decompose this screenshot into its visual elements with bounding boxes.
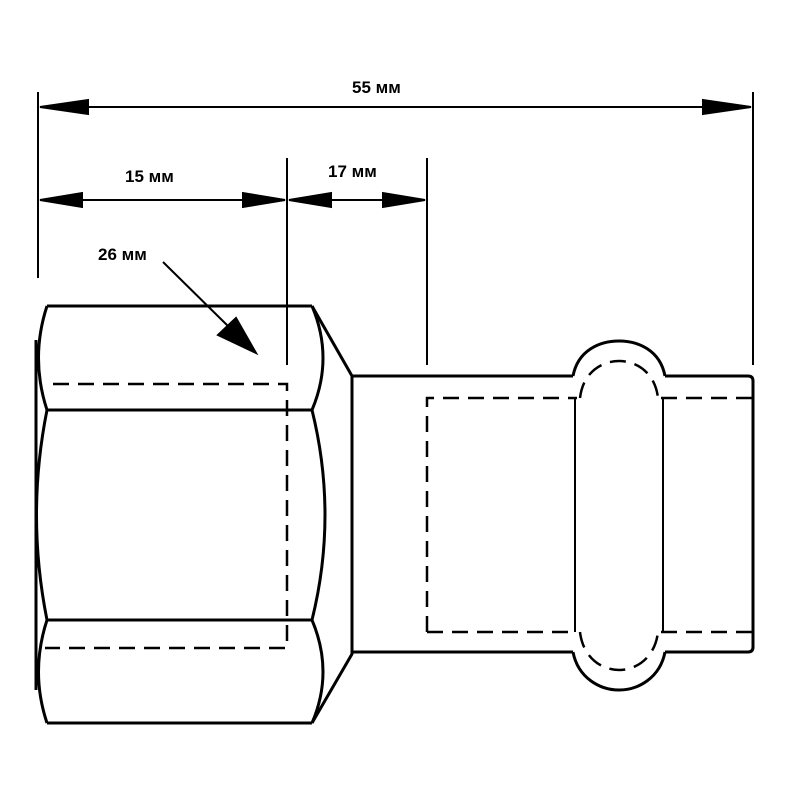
press-body (352, 339, 755, 692)
arrow-icon (39, 191, 83, 209)
dimension-label-body-length: 17 мм (328, 162, 377, 181)
arrow-icon (382, 191, 426, 209)
arrow-icon (288, 191, 332, 209)
hidden-lines (45, 359, 753, 672)
arrow-icon (39, 98, 89, 116)
leader-line-26 (162, 261, 231, 329)
dimension-label-total: 55 мм (352, 78, 401, 97)
arrow-icon (702, 98, 752, 116)
arrow-icon (242, 191, 286, 209)
hex-nut (34, 304, 354, 725)
dimension-label-nut-length: 15 мм (125, 167, 174, 186)
arrow-icon (216, 316, 259, 356)
dimension-label-nut-size: 26 мм (98, 245, 147, 264)
